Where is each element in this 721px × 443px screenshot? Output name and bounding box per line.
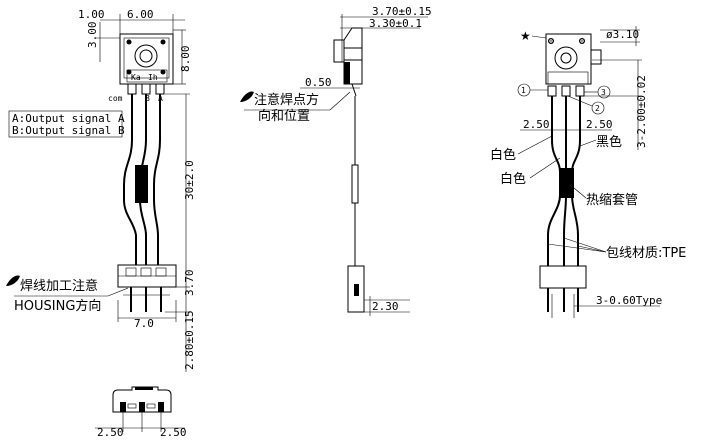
dim-side-body: 3.30±0.1 [369, 17, 422, 30]
side-heat-shrink [351, 164, 359, 204]
note-side-line2: 向和位置 [258, 108, 310, 124]
dim-side-small: 0.50 [305, 76, 332, 89]
right-wire-bundle [547, 96, 581, 266]
dim-length: 30±2.0 [183, 160, 196, 200]
wire-bundle [123, 94, 161, 265]
dim-top-small: 1.00 [78, 8, 105, 21]
shaft-inner [139, 49, 153, 63]
pin-label-ih: Ih [148, 73, 158, 82]
dim-bottom-left: 2.50 [97, 426, 124, 439]
bottom-body [112, 386, 172, 413]
dim-left-small: 3.00 [86, 22, 99, 49]
bottom-view: 2.50 2.50 [95, 386, 187, 439]
label-black: 黑色 [596, 134, 622, 150]
label-white-1: 白色 [490, 147, 516, 163]
right-heat-shrink [560, 168, 574, 198]
dim-top-width: 6.00 [127, 8, 154, 21]
side-connector [347, 265, 365, 313]
callout-1: 1 [521, 86, 526, 95]
shaft-outer [134, 44, 158, 68]
pin-label-ka: Ka [131, 73, 141, 82]
dim-bottom-right: 2.50 [160, 426, 187, 439]
right-view: ★ ø3.10 1 3 2 3-2.00±0.02 [490, 26, 686, 318]
front-view: 1.00 6.00 3.00 8.00 Ka Ih com B A A:Outp… [6, 8, 196, 372]
dim-hole: ø3.10 [606, 28, 639, 41]
note-solder-line2: HOUSING方向 [14, 298, 101, 314]
label-com: com [108, 94, 123, 103]
right-housing [539, 265, 587, 289]
hand-pointer-icon [240, 91, 254, 102]
dim-pitch-right: 2.50 [586, 118, 613, 131]
dim-pin-type: 3-0.60Type [596, 294, 662, 307]
callout-3: 3 [601, 88, 606, 97]
dim-vertical: 3-2.00±0.02 [635, 75, 648, 148]
right-shaft-outer [554, 46, 578, 70]
label-tpe: 包线材质:TPE [606, 246, 686, 261]
dim-connector: 2.30 [372, 300, 399, 313]
hand-pointer-icon [6, 275, 20, 286]
dim-right-height: 8.00 [179, 46, 192, 73]
dim-housing-height: 3.70 [183, 270, 196, 297]
dim-pitch-left: 2.50 [523, 118, 550, 131]
label-white-2: 白色 [500, 171, 526, 187]
dim-housing-width: 7.0 [134, 317, 154, 330]
star-icon: ★ [520, 29, 531, 43]
label-b: B [145, 94, 150, 103]
legend-box [8, 110, 123, 138]
legend-a: A:Output signal A [12, 112, 125, 125]
note-side-line1: 注意焊点方 [254, 92, 319, 108]
callout-2: 2 [595, 104, 600, 113]
dim-side-total: 3.70±0.15 [372, 5, 432, 18]
heat-shrink-front [135, 165, 148, 203]
dim-pin-length: 2.80±0.15 [183, 310, 196, 370]
side-view: 3.70±0.15 3.30±0.1 0.50 注意焊点方 向和位置 2.30 [240, 5, 432, 316]
legend-b: B:Output signal B [12, 124, 125, 137]
label-heat-shrink: 热缩套管 [586, 192, 638, 208]
note-solder-line1: 焊线加工注意 [20, 278, 98, 294]
